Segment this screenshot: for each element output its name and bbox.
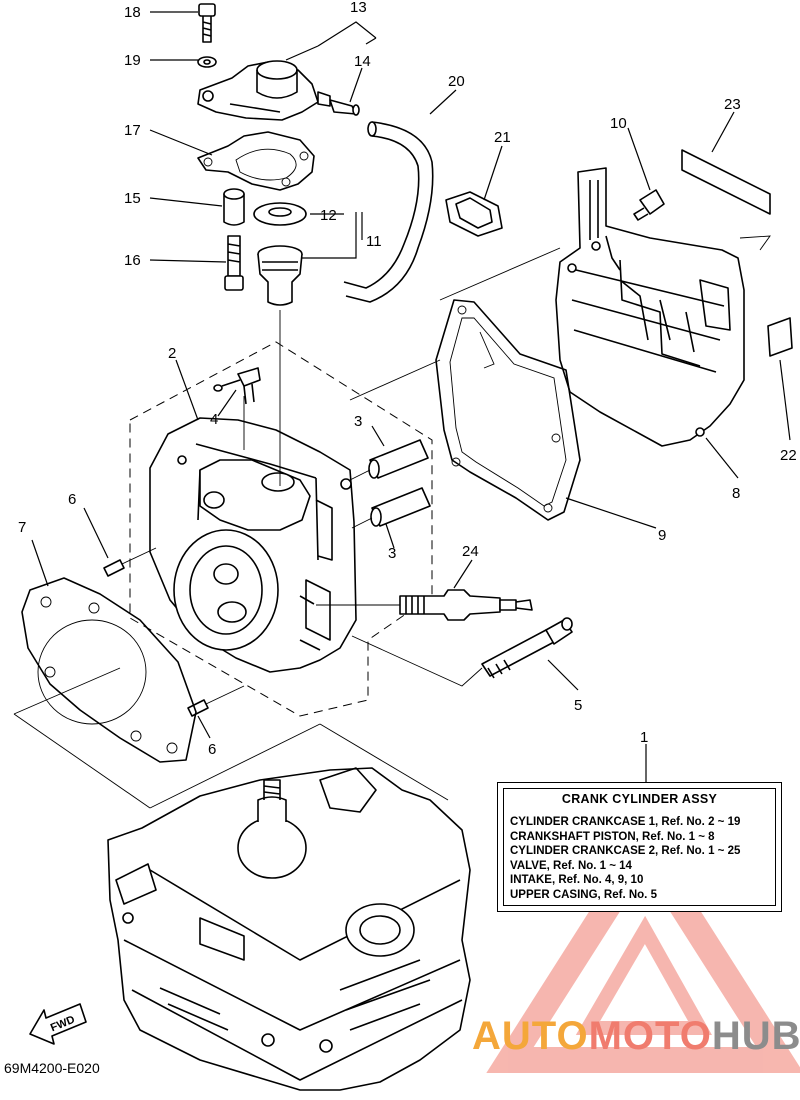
label-6-upper: 6 (68, 491, 76, 508)
label-10: 10 (610, 115, 627, 132)
label-12: 12 (320, 207, 337, 224)
label-8: 8 (732, 485, 740, 502)
legend-line: CRANKSHAFT PISTON, Ref. No. 1 ~ 8 (510, 830, 715, 843)
label-1: 1 (640, 729, 648, 746)
cylinder-group-outline (129, 341, 433, 717)
crankcase-1 (107, 767, 471, 1091)
watermark-part-hub: HUB (711, 1014, 800, 1058)
gasket-9 (435, 299, 581, 521)
legend-inner-border (503, 788, 776, 906)
elbow-fitting (329, 99, 360, 116)
watermark-logo-triangle (486, 823, 800, 1073)
legend-line: VALVE, Ref. No. 1 ~ 14 (510, 859, 632, 872)
legend-title: CRANK CYLINDER ASSY (561, 792, 718, 806)
anode-3-lower (370, 487, 431, 527)
label-3-lower: 3 (388, 545, 396, 562)
part-number-labels: 18 19 17 15 16 13 14 12 11 20 21 10 23 2… (18, 0, 797, 758)
label-4: 4 (210, 411, 218, 428)
gasket-17 (197, 131, 315, 191)
label-14: 14 (354, 53, 371, 70)
bolt-10 (633, 189, 665, 221)
decal-23 (681, 149, 771, 215)
label-16: 16 (124, 252, 141, 269)
watermark-text: AUTOMOTOHUB (472, 1014, 800, 1059)
label-18: 18 (124, 4, 141, 21)
thermostat-11 (257, 245, 303, 306)
label-2: 2 (168, 345, 176, 362)
label-5: 5 (574, 697, 582, 714)
label-23: 23 (724, 96, 741, 113)
spark-plug-24 (399, 589, 533, 621)
diagram-code: 69M4200-E020 (4, 1060, 100, 1076)
clip-21 (445, 191, 503, 237)
anode-3-upper (368, 439, 429, 479)
legend-list: CYLINDER CRANKCASE 1, Ref. No. 2 ~ 19 CR… (510, 815, 740, 902)
bolt-5 (481, 617, 573, 679)
seal-12 (253, 202, 307, 226)
bolt-18 (198, 3, 216, 43)
upper-casing-8 (555, 167, 745, 447)
label-11: 11 (366, 233, 382, 250)
label-9: 9 (658, 527, 666, 544)
fwd-arrow-icon: FWD (29, 1003, 87, 1045)
legend-line: CYLINDER CRANKCASE 1, Ref. No. 2 ~ 19 (510, 816, 741, 828)
dowel-pin-6-upper (103, 559, 125, 577)
legend-line: UPPER CASING, Ref. No. 5 (510, 888, 657, 901)
label-13: 13 (350, 0, 367, 16)
bolt-16 (224, 235, 244, 291)
label-6-lower: 6 (208, 741, 216, 758)
legend-line: INTAKE, Ref. No. 4, 9, 10 (510, 874, 644, 886)
nipple-4 (213, 367, 261, 405)
washer-19 (197, 56, 217, 68)
legend-line: CYLINDER CRANKCASE 2, Ref. No. 1 ~ 25 (510, 845, 741, 857)
dowel-pin-6-lower (187, 699, 209, 717)
collar-15 (223, 188, 245, 226)
leader-lines (13, 11, 791, 809)
label-17: 17 (124, 122, 141, 139)
label-24: 24 (462, 543, 479, 560)
assembly-legend-box: CRANK CYLINDER ASSY CYLINDER CRANKCASE 1… (497, 782, 782, 912)
label-7: 7 (18, 519, 26, 536)
label-15: 15 (124, 190, 141, 207)
watermark-part-moto: MOTO (588, 1014, 712, 1058)
cylinder-head-2 (149, 417, 357, 673)
watermark-part-auto: AUTO (472, 1014, 589, 1058)
thermostat-cover (197, 60, 331, 121)
label-20: 20 (448, 73, 465, 90)
hose-20 (343, 121, 434, 303)
decal-22 (767, 317, 793, 357)
label-21: 21 (494, 129, 511, 146)
label-22: 22 (780, 447, 797, 464)
head-gasket-7 (21, 577, 197, 763)
label-19: 19 (124, 52, 141, 69)
label-3-upper: 3 (354, 413, 362, 430)
